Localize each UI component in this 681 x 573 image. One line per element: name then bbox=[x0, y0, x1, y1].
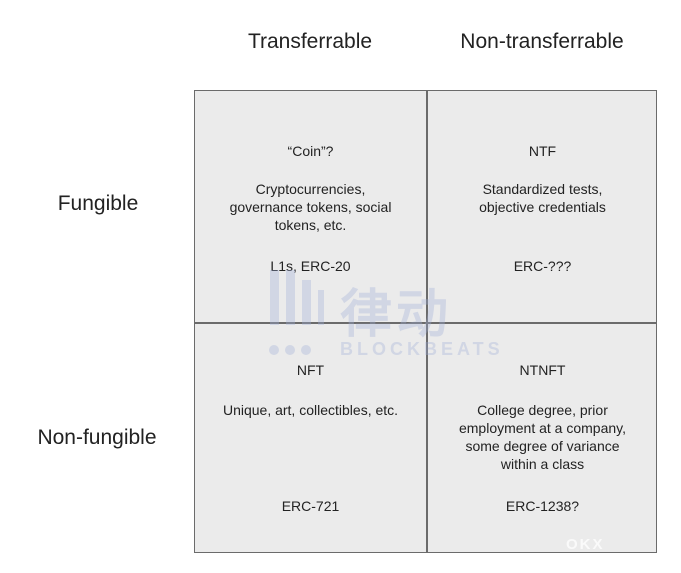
cell-standard: L1s, ERC-20 bbox=[270, 258, 351, 274]
cell-description-line: within a class bbox=[500, 456, 585, 472]
cell-description-line: objective credentials bbox=[479, 199, 606, 215]
watermark-main: 律动 bbox=[340, 286, 453, 344]
cell-standard: ERC-??? bbox=[513, 258, 572, 274]
cell-category: NTF bbox=[528, 143, 557, 159]
row-header-fungible: Fungible bbox=[57, 192, 139, 215]
cell-description-line: Cryptocurrencies, bbox=[255, 181, 366, 197]
column-header-transferrable: Transferrable bbox=[247, 30, 373, 53]
cell-standard: ERC-1238? bbox=[505, 498, 580, 514]
cell-category: NFT bbox=[296, 362, 325, 378]
column-header-non-transferrable: Non-transferrable bbox=[460, 30, 624, 53]
horizontal-divider bbox=[195, 322, 656, 324]
quadrant-grid: “Coin”? Cryptocurrencies, governance tok… bbox=[194, 90, 657, 553]
cell-category: NTNFT bbox=[519, 362, 566, 378]
cell-description-line: governance tokens, social bbox=[229, 199, 392, 215]
cell-category: “Coin”? bbox=[287, 143, 334, 159]
watermark-sub: BLOCKBEATS bbox=[340, 339, 504, 359]
cell-description-line: Standardized tests, bbox=[482, 181, 603, 197]
cell-description-line: Unique, art, collectibles, etc. bbox=[222, 402, 399, 418]
watermark-corner: OKX bbox=[566, 536, 605, 553]
cell-standard: ERC-721 bbox=[281, 498, 340, 514]
cell-description-line: tokens, etc. bbox=[274, 217, 347, 233]
row-header-non-fungible: Non-fungible bbox=[37, 426, 157, 449]
cell-description-line: College degree, prior bbox=[477, 402, 608, 418]
blockbeats-logo-icon bbox=[269, 270, 324, 355]
vertical-divider bbox=[426, 91, 428, 552]
cell-description-line: some degree of variance bbox=[465, 438, 620, 454]
cell-description-line: employment at a company, bbox=[458, 420, 627, 436]
